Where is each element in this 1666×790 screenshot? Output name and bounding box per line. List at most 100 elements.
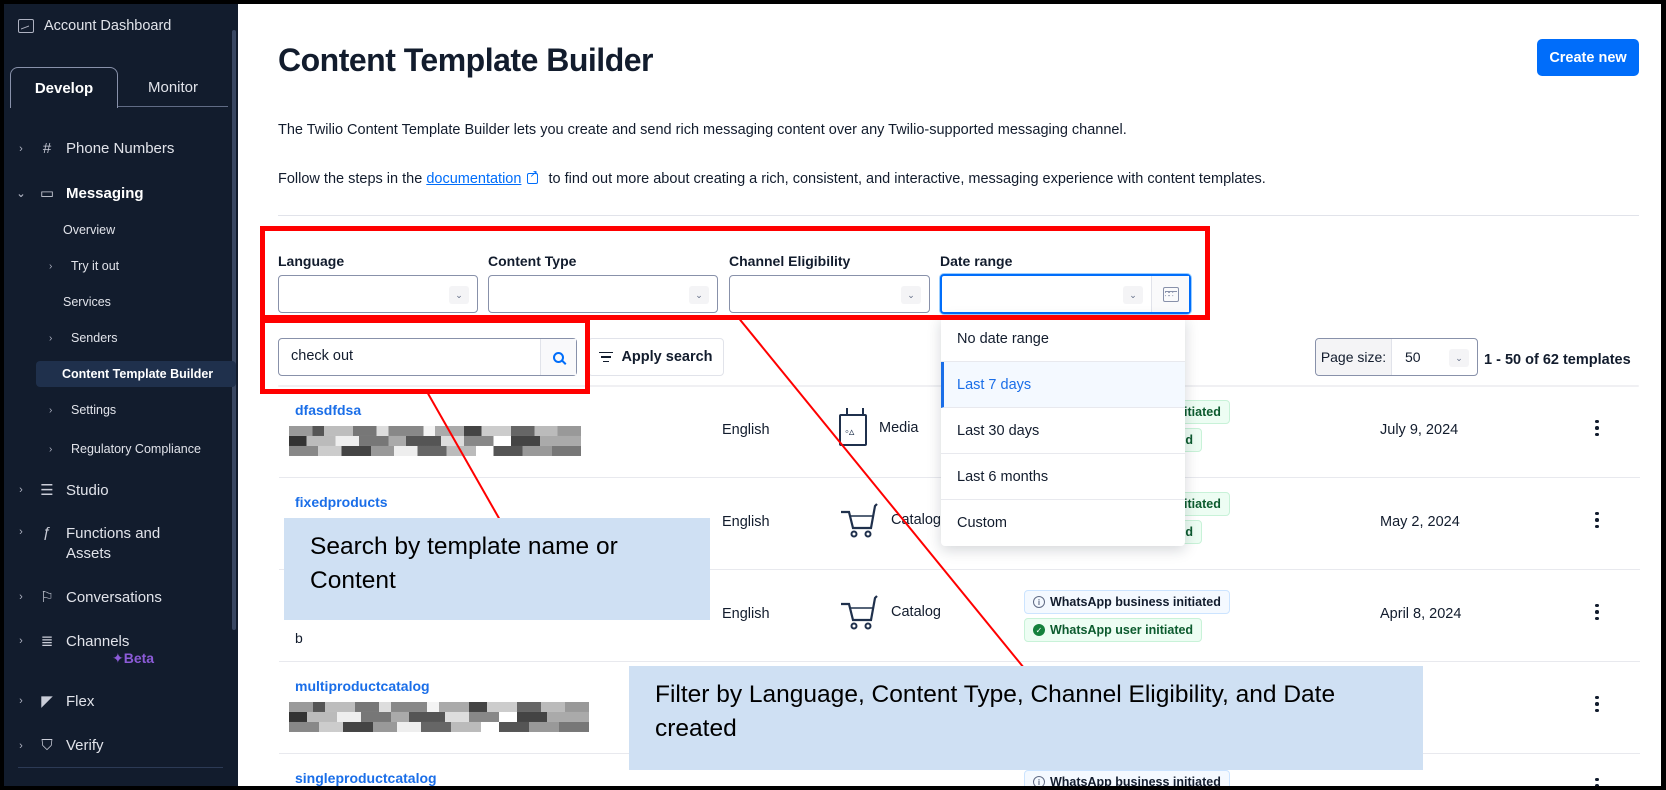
- sidebar-item-label: Content Template Builder: [62, 367, 214, 381]
- template-name-link[interactable]: fixedproducts: [295, 494, 388, 510]
- template-name-link[interactable]: singleproductcatalog: [295, 770, 437, 786]
- sidebar-sub-senders[interactable]: › Senders: [49, 331, 118, 345]
- template-language: English: [722, 606, 770, 622]
- sidebar-sub-overview[interactable]: Overview: [63, 223, 115, 237]
- sidebar-item-phone-numbers[interactable]: › # Phone Numbers: [4, 140, 174, 157]
- dashboard-icon: [18, 19, 34, 33]
- sidebar-item-verify[interactable]: › ⛉ Verify: [4, 737, 103, 754]
- calendar-button[interactable]: [1151, 276, 1189, 312]
- tab-monitor[interactable]: Monitor: [147, 78, 199, 96]
- date-range-menu: No date range Last 7 days Last 30 days L…: [941, 316, 1185, 546]
- sparkle-icon: ✦: [112, 650, 124, 666]
- more-options-icon[interactable]: [1589, 416, 1605, 440]
- account-dashboard-label: Account Dashboard: [44, 18, 172, 34]
- follow-suffix: to find out more about creating a rich, …: [548, 171, 1266, 187]
- date-option-no-date-range[interactable]: No date range: [941, 316, 1185, 362]
- sidebar-item-studio[interactable]: › ☰ Studio: [4, 481, 109, 500]
- sidebar-scrollbar[interactable]: [232, 30, 236, 630]
- sidebar-sub-regulatory-compliance[interactable]: ›Regulatory Compliance: [49, 442, 201, 456]
- app-window: Account Dashboard Develop Monitor › # Ph…: [4, 4, 1661, 786]
- search-button[interactable]: [540, 339, 576, 375]
- template-language: English: [722, 422, 770, 438]
- chevron-right-icon: ›: [19, 739, 23, 752]
- date-option-last-7-days[interactable]: Last 7 days: [941, 362, 1185, 408]
- sidebar-item-label: Settings: [71, 403, 117, 417]
- cart-icon: [839, 502, 879, 538]
- chevron-down-icon: ⌄: [449, 286, 469, 304]
- sidebar-sub-try-it-out[interactable]: › Try it out: [49, 259, 119, 273]
- chevron-down-icon: ⌄: [1123, 286, 1143, 304]
- sidebar-sub-content-template-builder[interactable]: Content Template Builder: [36, 361, 236, 387]
- page-size-select[interactable]: Page size: 50 ⌄: [1315, 338, 1478, 376]
- date-option-last-30-days[interactable]: Last 30 days: [941, 408, 1185, 454]
- content-type-label: Catalog: [891, 604, 941, 620]
- sidebar-sub-settings[interactable]: › Settings: [49, 403, 116, 417]
- account-dashboard-link[interactable]: Account Dashboard: [18, 18, 171, 34]
- sidebar-item-label: Senders: [71, 331, 118, 345]
- language-label: Language: [278, 253, 345, 269]
- chevron-down-icon: ⌄: [901, 286, 921, 304]
- channel-eligibility-label: Channel Eligibility: [729, 253, 851, 269]
- redacted-content: [289, 702, 589, 732]
- content-type-label: Media: [879, 420, 919, 436]
- functions-icon: ƒ: [42, 524, 52, 541]
- content-type-select[interactable]: ⌄: [488, 275, 718, 313]
- channels-icon: ≣: [40, 633, 54, 650]
- sidebar-item-label: Try it out: [71, 259, 120, 273]
- more-options-icon[interactable]: [1589, 508, 1605, 532]
- sidebar-sub-services[interactable]: Services: [63, 295, 111, 309]
- sidebar-item-label: Phone Numbers: [66, 140, 175, 157]
- sidebar: Account Dashboard Develop Monitor › # Ph…: [4, 4, 238, 786]
- chevron-right-icon: ›: [49, 332, 53, 344]
- chevron-right-icon: ›: [19, 526, 23, 538]
- redacted-content: [289, 426, 581, 456]
- content-type-cell: Catalog: [839, 502, 941, 538]
- chevron-right-icon: ›: [49, 404, 53, 416]
- page-title: Content Template Builder: [278, 42, 653, 78]
- chevron-right-icon: ›: [49, 443, 53, 455]
- create-new-button[interactable]: Create new: [1537, 39, 1639, 76]
- chevron-right-icon: ›: [49, 260, 53, 272]
- sidebar-item-label: Messaging: [66, 184, 144, 202]
- tab-develop[interactable]: Develop: [10, 67, 118, 108]
- template-name-link[interactable]: dfasdfdsa: [295, 402, 362, 418]
- date-range-select[interactable]: ⌄: [940, 274, 1191, 314]
- content-type-label: Catalog: [891, 512, 941, 528]
- date-option-last-6-months[interactable]: Last 6 months: [941, 454, 1185, 500]
- documentation-link[interactable]: documentation: [426, 171, 522, 187]
- template-sid: b: [295, 630, 303, 646]
- search-input[interactable]: [291, 348, 521, 364]
- calendar-icon: [1162, 286, 1179, 302]
- external-link-icon: [527, 169, 539, 184]
- date-option-custom[interactable]: Custom: [957, 515, 1007, 531]
- follow-prefix: Follow the steps in the: [278, 171, 423, 187]
- sidebar-item-channels[interactable]: › ≣ Channels: [4, 632, 129, 651]
- sidebar-divider: [18, 767, 223, 768]
- content-type-label: Content Type: [488, 253, 577, 269]
- template-language: English: [722, 514, 770, 530]
- divider: [278, 215, 1639, 216]
- more-options-icon[interactable]: [1589, 692, 1605, 716]
- result-count: 1 - 50 of 62 templates: [1484, 352, 1631, 368]
- chevron-down-icon: ⌄: [689, 286, 709, 304]
- channel-eligibility-select[interactable]: ⌄: [729, 275, 930, 313]
- apply-search-button[interactable]: Apply search: [588, 338, 724, 376]
- more-options-icon[interactable]: [1589, 600, 1605, 624]
- info-icon: i: [1033, 776, 1045, 786]
- page-description: The Twilio Content Template Builder lets…: [278, 122, 1127, 138]
- more-options-icon[interactable]: [1589, 774, 1605, 786]
- sidebar-item-messaging[interactable]: ⌄ ▭ Messaging: [4, 184, 144, 203]
- label-line-2: Assets: [66, 545, 112, 562]
- sidebar-item-conversations[interactable]: › ⚐ Conversations: [4, 588, 162, 607]
- language-select[interactable]: ⌄: [278, 275, 478, 313]
- chat-icon: ▭: [39, 185, 55, 202]
- sidebar-item-flex[interactable]: › ◤ Flex: [4, 692, 94, 711]
- page-size-value: 50: [1405, 349, 1421, 365]
- search-field: [278, 338, 577, 376]
- sidebar-item-label: Studio: [66, 481, 109, 499]
- template-name-link[interactable]: multiproductcatalog: [295, 678, 430, 694]
- page-size-label: Page size:: [1316, 339, 1392, 375]
